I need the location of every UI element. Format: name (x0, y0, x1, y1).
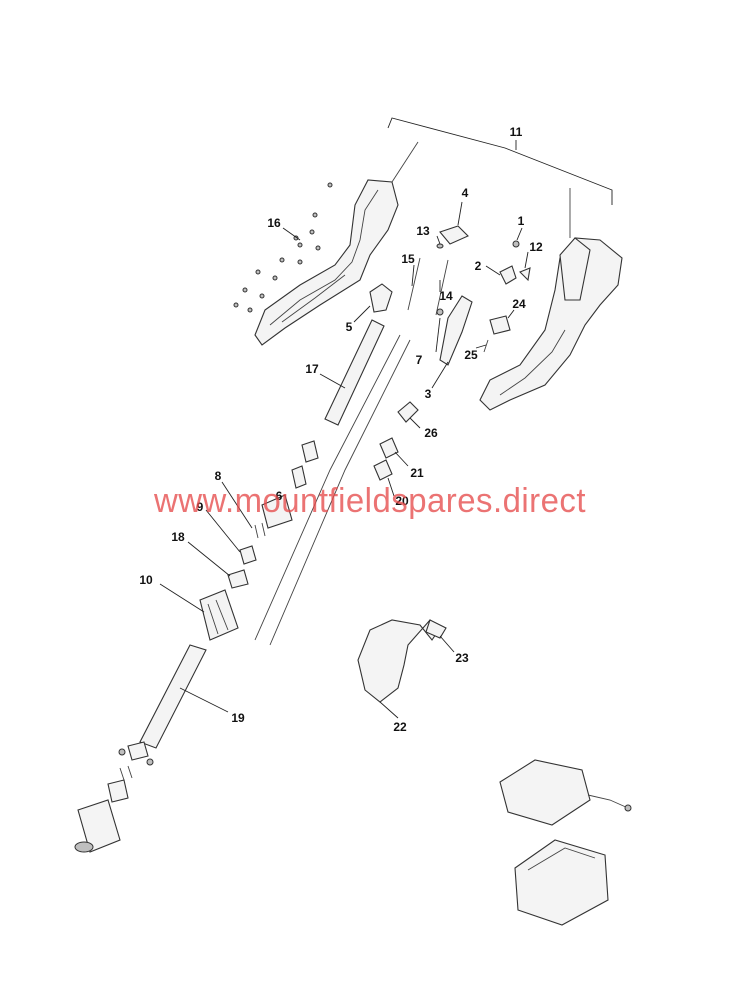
callout-1: 1 (518, 214, 525, 228)
knob-10 (199, 589, 239, 641)
callout-16: 16 (267, 216, 281, 230)
battery (514, 839, 609, 926)
callout-17: 17 (305, 362, 319, 376)
callout-25: 25 (464, 348, 478, 362)
callout-8: 8 (215, 469, 222, 483)
callout-22: 22 (393, 720, 407, 734)
watermark: www.mountfieldspares.direct (153, 482, 586, 520)
callout-19: 19 (231, 711, 245, 725)
connector-6 (291, 440, 319, 489)
callout-13: 13 (416, 224, 430, 238)
rod-14 (435, 259, 449, 316)
clip-21 (379, 437, 399, 459)
trigger-2 (499, 265, 517, 285)
washer-7 (436, 308, 444, 316)
clip-20 (373, 459, 393, 481)
left-handle-housing (254, 141, 419, 346)
callout-20: 20 (395, 494, 409, 508)
lower-tube-19 (139, 644, 207, 749)
assembly-bracket (387, 117, 613, 205)
callout-labels: 1 2 3 4 5 6 7 8 9 10 11 12 13 14 15 16 1… (139, 125, 543, 734)
callout-7: 7 (416, 353, 423, 367)
screws-16 (233, 182, 333, 313)
right-handle-housing (479, 188, 623, 411)
switch-block-4 (439, 225, 469, 245)
nut-1 (512, 240, 520, 248)
sleeve-26 (397, 401, 419, 423)
callout-23: 23 (455, 651, 469, 665)
callout-15: 15 (401, 252, 415, 266)
callout-14: 14 (439, 289, 453, 303)
lower-fittings (74, 741, 154, 853)
sleeve-9 (239, 545, 257, 565)
rod-15 (407, 257, 421, 311)
pins-8 (254, 522, 266, 539)
pin-25 (483, 339, 489, 353)
shoulder-strap-22 (357, 619, 447, 703)
coupler-18-top (261, 494, 293, 529)
spring-12 (519, 267, 531, 282)
callout-9: 9 (197, 500, 204, 514)
callout-5: 5 (346, 320, 353, 334)
callout-21: 21 (410, 466, 424, 480)
plate-24 (489, 315, 511, 335)
cables (254, 334, 411, 646)
callout-6: 6 (276, 489, 283, 503)
callout-12: 12 (529, 240, 543, 254)
callout-3: 3 (425, 387, 432, 401)
leader-lines (159, 201, 529, 719)
callout-4: 4 (462, 186, 469, 200)
spring-13 (436, 243, 444, 249)
callout-10: 10 (139, 573, 153, 587)
callout-2: 2 (475, 259, 482, 273)
callout-26: 26 (424, 426, 438, 440)
callout-11: 11 (510, 125, 523, 139)
clip-5 (369, 283, 393, 313)
lever-3 (439, 295, 473, 366)
charger (499, 759, 632, 826)
callout-18: 18 (171, 530, 185, 544)
callout-24: 24 (512, 297, 526, 311)
ring-18 (227, 569, 249, 589)
